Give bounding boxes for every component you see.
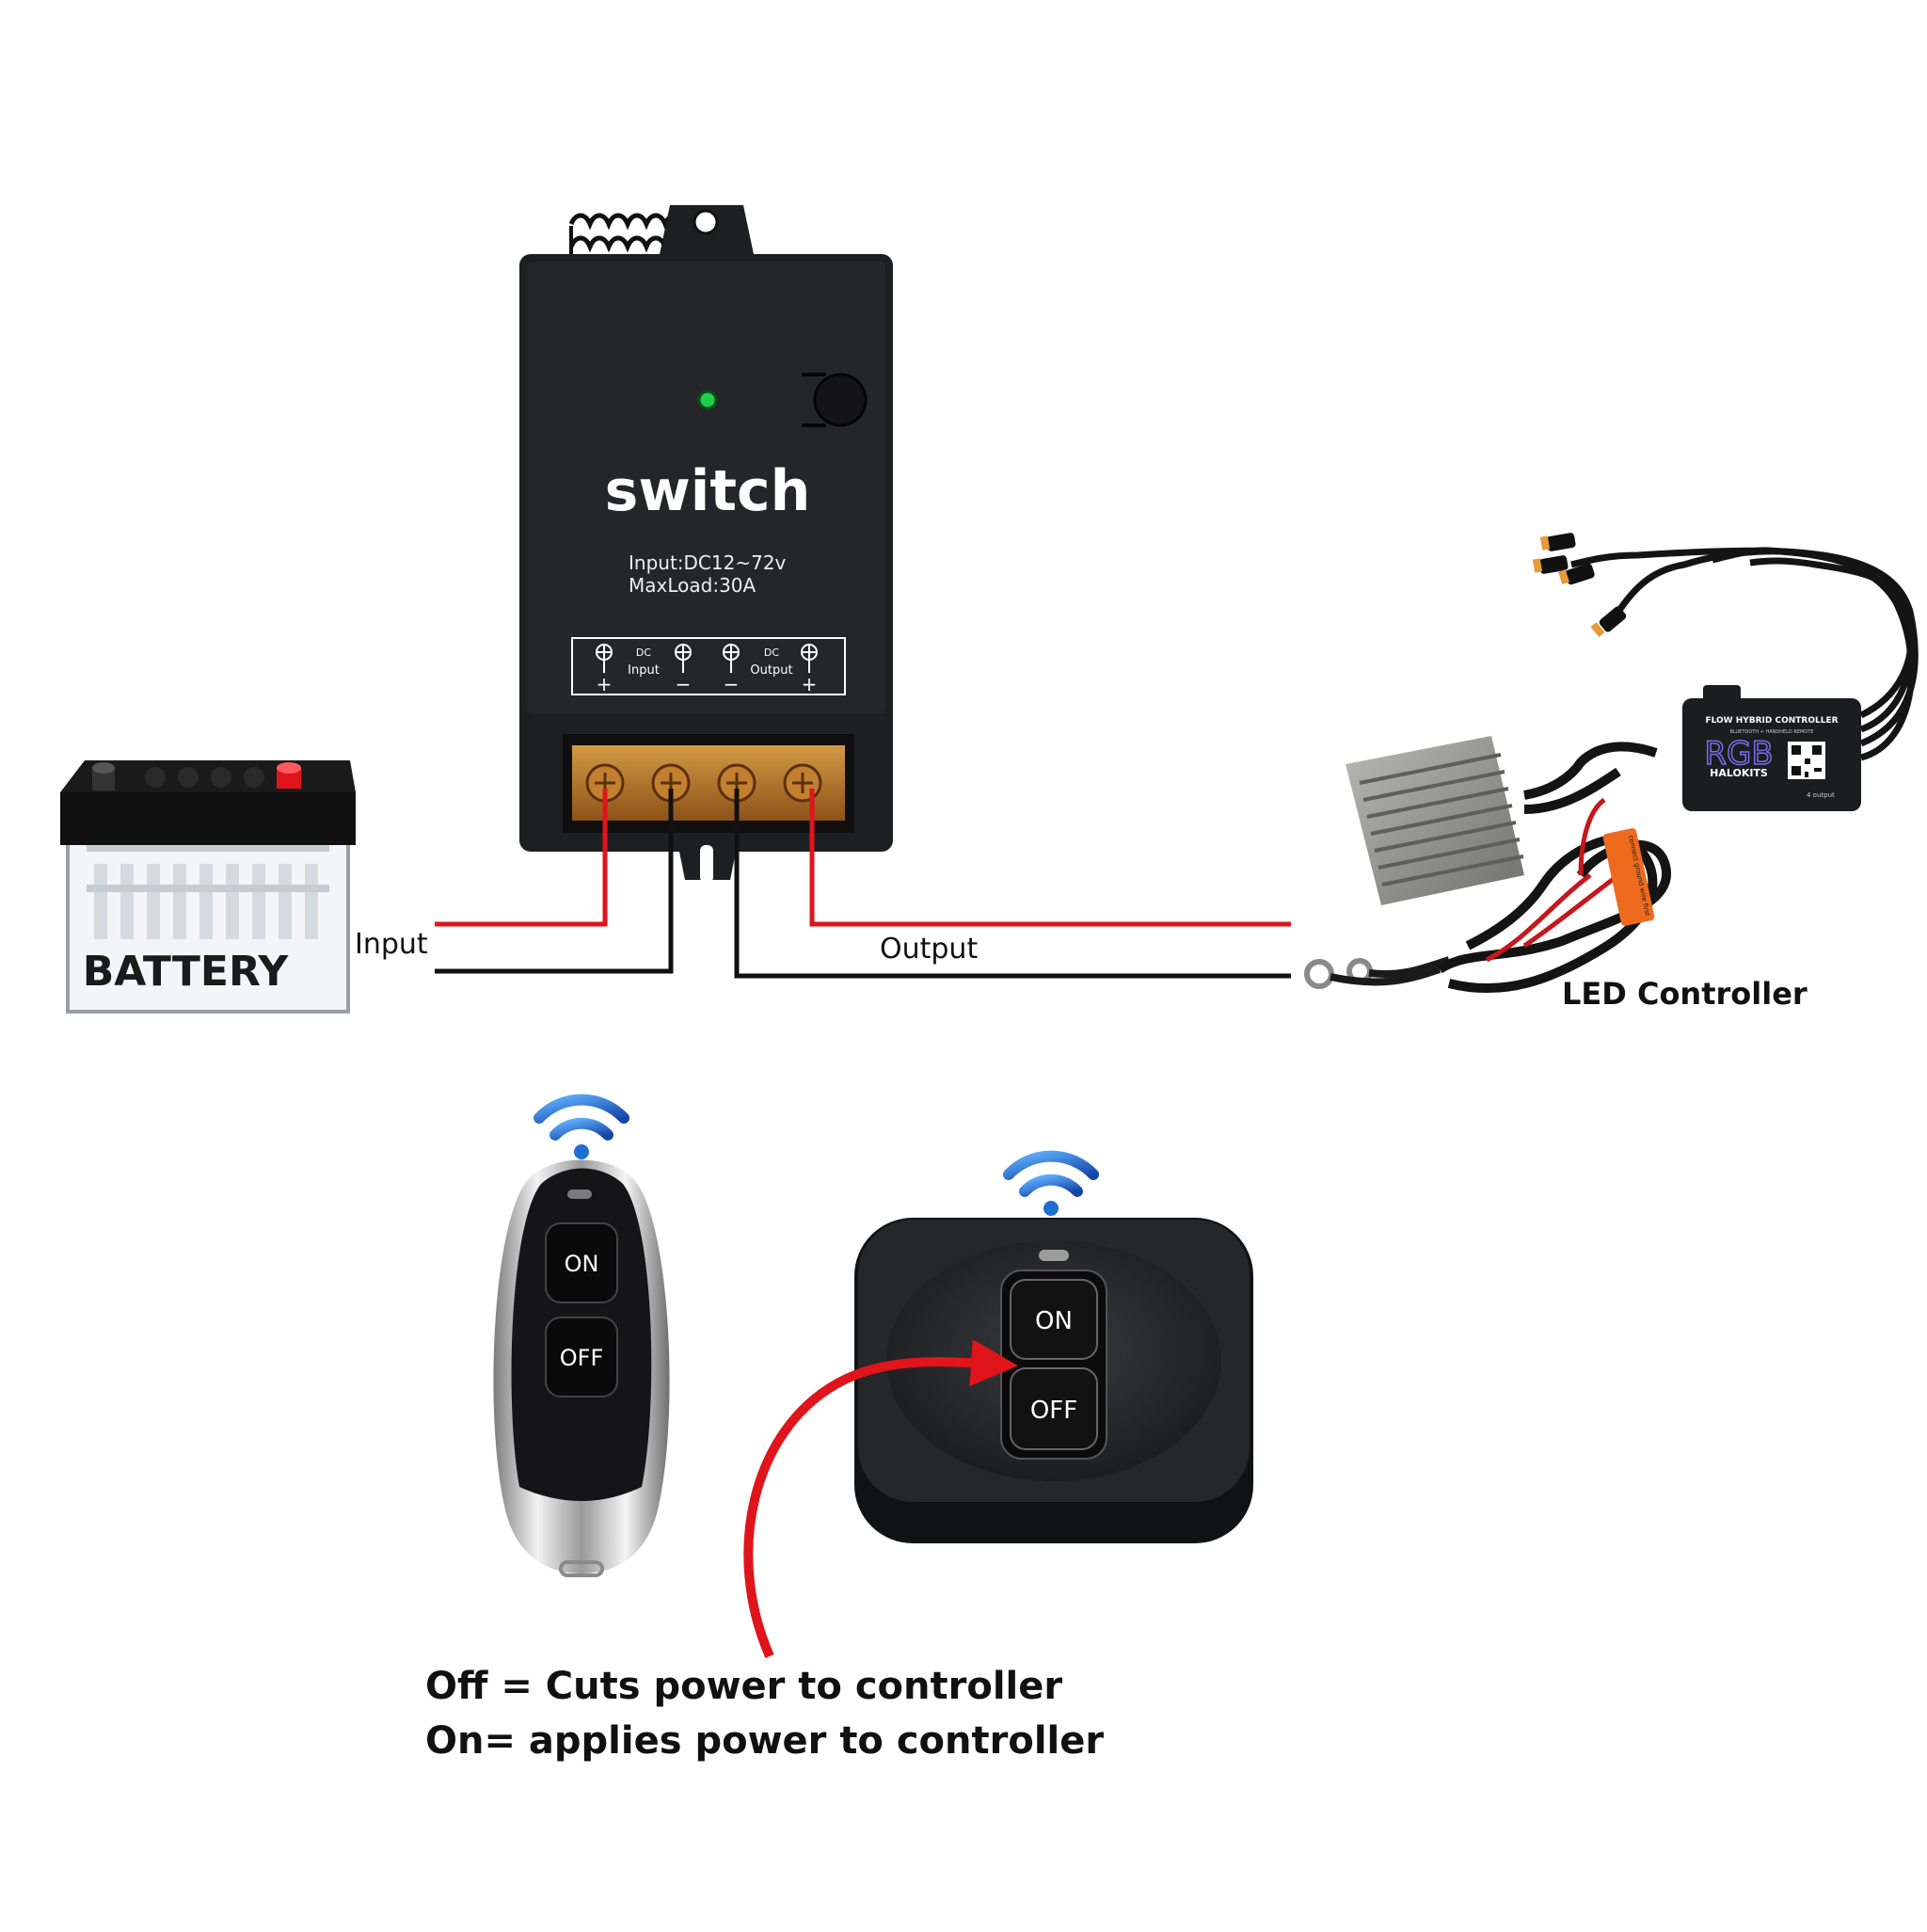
svg-text:+: + (802, 673, 818, 695)
wall-remote-off-button[interactable]: OFF (1010, 1367, 1098, 1450)
svg-text:OFF: OFF (560, 1345, 604, 1371)
off-button-arrow (743, 1339, 1018, 1658)
svg-text:OFF: OFF (1030, 1397, 1077, 1425)
controller-box: FLOW HYBRID CONTROLLER BLUETOOTH + HANDH… (1682, 685, 1861, 811)
wall-remote-on-button[interactable]: ON (1010, 1279, 1098, 1360)
relay-switch-module: switch Input:DC12~72v MaxLoad:30A + − − … (519, 205, 893, 883)
output-connectors (1532, 533, 1627, 637)
svg-text:ON: ON (565, 1251, 599, 1277)
battery: BATTERY (60, 760, 356, 1014)
terminal-input-label: Input (628, 663, 660, 678)
output-wire-label: Output (880, 933, 978, 966)
terminal-block (563, 734, 854, 883)
keyfob-remote: ON OFF (493, 1094, 670, 1577)
dc-converter (1346, 736, 1524, 905)
svg-text:BLUETOOTH + HANDHELD REMOTE: BLUETOOTH + HANDHELD REMOTE (1730, 729, 1814, 735)
svg-text:FLOW HYBRID CONTROLLER: FLOW HYBRID CONTROLLER (1705, 716, 1838, 726)
spec-input-text: Input:DC12~72v (629, 551, 787, 574)
svg-text:−: − (676, 673, 692, 695)
mounting-hole (693, 209, 719, 235)
status-led-indicator (697, 390, 718, 410)
keyring-loop (559, 1560, 604, 1577)
note-off-line: Off = Cuts power to controller (425, 1665, 1062, 1708)
keyfob-led (567, 1190, 592, 1199)
led-controller-kit: connect ground wire first FLOW HYBRID CO… (1304, 533, 1919, 994)
svg-text:ON: ON (1035, 1307, 1073, 1335)
ring-terminals (1304, 956, 1451, 989)
qr-code-icon (1788, 742, 1825, 779)
wall-remote: ON OFF (854, 1150, 1253, 1543)
pairing-button (813, 373, 868, 427)
output-negative-wire (734, 789, 1291, 979)
halokits-brand-text: HALOKITS (1710, 767, 1768, 779)
terminal-dc-right: DC (764, 647, 779, 659)
note-on-line: On= applies power to controller (425, 1719, 1104, 1763)
input-negative-wire (435, 789, 674, 974)
svg-text:+: + (597, 673, 613, 695)
wifi-signal-icon (534, 1094, 629, 1159)
keyfob-off-button[interactable]: OFF (545, 1317, 618, 1397)
input-wire-label: Input (355, 928, 428, 961)
output-cables (1570, 547, 1919, 761)
keyfob-on-button[interactable]: ON (545, 1222, 618, 1303)
output-positive-wire (809, 789, 1291, 927)
spec-maxload-text: MaxLoad:30A (629, 574, 756, 597)
battery-label: BATTERY (83, 948, 290, 996)
wiring (435, 789, 1291, 979)
svg-text:−: − (724, 673, 740, 695)
led-controller-label: LED Controller (1562, 976, 1808, 1012)
wall-remote-led (1039, 1250, 1069, 1261)
input-positive-wire (435, 789, 608, 927)
rgb-brand-text: RGB (1704, 735, 1773, 773)
wifi-signal-icon (1003, 1150, 1099, 1216)
svg-text:4 output: 4 output (1807, 791, 1835, 799)
module-title: switch (605, 458, 811, 524)
positive-post (277, 768, 301, 789)
terminal-output-label: Output (750, 663, 792, 678)
terminal-legend: + − − + DC Input DC Output (571, 637, 846, 695)
terminal-dc-left: DC (636, 647, 651, 659)
